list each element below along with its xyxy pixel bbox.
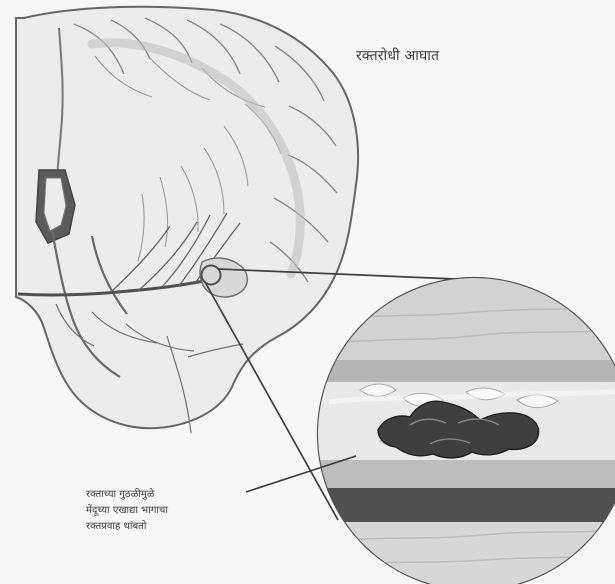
diagram-title: रक्तरोधी आघात xyxy=(356,47,439,66)
dark-band xyxy=(316,488,615,522)
callout-line-2: मेंदूच्या एखाद्या भागाचा xyxy=(86,503,276,519)
magnifier-group xyxy=(316,278,615,584)
clot-callout: रक्ताच्या गुठळीमुळे मेंदूच्या एखाद्या भा… xyxy=(86,487,276,535)
vessel-wall-bottom xyxy=(316,460,615,488)
callout-line-3: रक्तप्रवाह थांबतो xyxy=(86,519,276,535)
vessel-wall-top xyxy=(316,360,615,382)
magnified-content xyxy=(316,278,615,584)
callout-line-1: रक्ताच्या गुठळीमुळे xyxy=(86,487,276,503)
tissue-top xyxy=(316,278,615,362)
brain-section xyxy=(16,7,358,433)
